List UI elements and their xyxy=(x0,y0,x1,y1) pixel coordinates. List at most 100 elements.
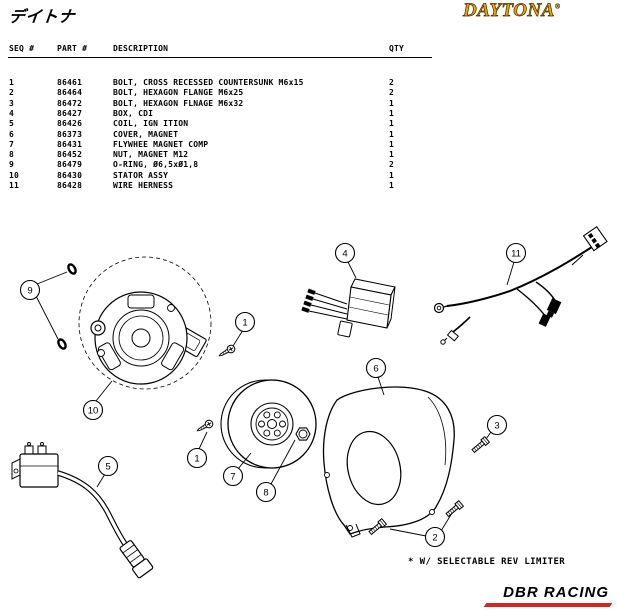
cell-seq: 11 xyxy=(9,181,20,190)
callout-leader-lines xyxy=(35,261,515,537)
table-row: 7 86431 FLYWHEE MAGNET COMP 1 xyxy=(0,140,440,151)
grommet xyxy=(90,320,106,336)
daytona-logo-text: DAYTONA xyxy=(463,0,555,21)
screw-1b xyxy=(194,418,215,435)
flywheel-magnet xyxy=(220,379,317,469)
brand-underline xyxy=(483,603,613,607)
callout-9: 9 xyxy=(19,279,41,301)
cell-seq: 7 xyxy=(9,140,15,149)
cell-seq: 4 xyxy=(9,109,15,118)
cell-desc: NUT, MAGNET M12 xyxy=(113,150,189,159)
callout-6: 6 xyxy=(365,357,387,379)
callout-10-label: 10 xyxy=(88,405,99,416)
col-header-qty: QTY xyxy=(389,44,405,53)
cell-desc: BOLT, HEXAGON FLNAGE M6x32 xyxy=(113,99,244,108)
cell-qty: 2 xyxy=(389,78,395,87)
o-ring-bottom xyxy=(57,338,67,350)
cell-seq: 2 xyxy=(9,88,15,97)
cell-part: 86427 xyxy=(57,109,83,118)
callout-11-label: 11 xyxy=(511,248,521,259)
dbr-racing-text: DBR RACING xyxy=(503,584,609,601)
cell-part: 86431 xyxy=(57,140,83,149)
cell-seq: 8 xyxy=(9,150,15,159)
bolt-3 xyxy=(470,436,490,455)
col-header-part: PART # xyxy=(57,44,88,53)
daytona-japanese-logo: デイトナ xyxy=(7,9,76,26)
cell-qty: 1 xyxy=(389,181,395,190)
cell-desc: BOLT, CROSS RECESSED COUNTERSUNK M6x15 xyxy=(113,78,304,87)
cell-seq: 1 xyxy=(9,78,15,87)
cell-desc: COIL, IGN ITION xyxy=(113,119,189,128)
cell-part: 86430 xyxy=(57,171,83,180)
cell-part: 86452 xyxy=(57,150,83,159)
cell-qty: 1 xyxy=(389,150,395,159)
dbr-racing-logo: DBR RACING xyxy=(503,584,609,601)
parts-table-header: SEQ # PART # DESCRIPTION QTY xyxy=(0,44,440,55)
cell-seq: 10 xyxy=(9,171,20,180)
cell-desc: BOLT, HEXAGON FLANGE M6x25 xyxy=(113,88,244,97)
cell-qty: 1 xyxy=(389,109,395,118)
callout-8-label: 8 xyxy=(263,487,268,498)
callout-4: 4 xyxy=(334,242,356,264)
callout-9-label: 9 xyxy=(27,285,32,296)
callout-3: 3 xyxy=(486,414,508,436)
callout-8: 8 xyxy=(255,481,277,503)
cell-part: 86479 xyxy=(57,160,83,169)
cell-desc: FLYWHEE MAGNET COMP xyxy=(113,140,209,149)
stator-assembly xyxy=(90,291,207,385)
cell-part: 86461 xyxy=(57,78,83,87)
wire-harness xyxy=(433,225,608,345)
cell-qty: 1 xyxy=(389,119,395,128)
cell-part: 86373 xyxy=(57,130,83,139)
magnet-nut xyxy=(295,427,311,441)
callout-7: 7 xyxy=(222,465,244,487)
table-row: 10 86430 STATOR ASSY 1 xyxy=(0,171,440,182)
cell-part: 86472 xyxy=(57,99,83,108)
cell-desc: O-RING, Ø6,5xØ1,8 xyxy=(113,160,199,169)
cell-qty: 1 xyxy=(389,171,395,180)
callout-2: 2 xyxy=(424,526,446,548)
registered-trademark: ® xyxy=(554,2,561,11)
ignition-coil xyxy=(11,442,154,579)
callout-1-label: 1 xyxy=(242,317,247,328)
exploded-parts-diagram: 9 10 1 1 4 11 xyxy=(11,225,608,579)
cell-desc: STATOR ASSY xyxy=(113,171,169,180)
table-row: 8 86452 NUT, MAGNET M12 1 xyxy=(0,150,440,161)
table-row: 5 86426 COIL, IGN ITION 1 xyxy=(0,119,440,130)
callout-5: 5 xyxy=(97,455,119,477)
table-row: 6 86373 COVER, MAGNET 1 xyxy=(0,130,440,141)
cell-seq: 6 xyxy=(9,130,15,139)
callout-1b: 1 xyxy=(186,447,208,469)
daytona-logo: DAYTONA® xyxy=(463,0,561,22)
cell-desc: WIRE HERNESS xyxy=(113,181,174,190)
spark-plug-cap xyxy=(119,540,154,579)
ring-terminal xyxy=(433,302,445,314)
cell-part: 86426 xyxy=(57,119,83,128)
table-header-rule xyxy=(8,57,432,58)
cell-qty: 1 xyxy=(389,130,395,139)
cell-seq: 3 xyxy=(9,99,15,108)
col-header-seq: SEQ # xyxy=(9,44,35,53)
callout-4-label: 4 xyxy=(342,248,347,259)
rev-limiter-note: * W/ SELECTABLE REV LIMITER xyxy=(408,557,566,567)
callout-3-label: 3 xyxy=(494,420,499,431)
cell-seq: 5 xyxy=(9,119,15,128)
table-row: 1 86461 BOLT, CROSS RECESSED COUNTERSUNK M… xyxy=(0,78,440,89)
callout-1a: 1 xyxy=(234,311,256,333)
cell-qty: 2 xyxy=(389,160,395,169)
callout-1-label: 1 xyxy=(194,453,199,464)
callouts: 9 10 1 1 4 11 xyxy=(19,242,527,548)
o-ring-top xyxy=(67,263,77,275)
callout-6-label: 6 xyxy=(373,363,378,374)
col-header-desc: DESCRIPTION xyxy=(113,44,169,53)
cell-seq: 9 xyxy=(9,160,15,169)
callout-10: 10 xyxy=(82,399,104,421)
cell-desc: COVER, MAGNET xyxy=(113,130,179,139)
cell-qty: 1 xyxy=(389,99,395,108)
bolt-2a xyxy=(444,500,464,519)
cell-qty: 1 xyxy=(389,140,395,149)
